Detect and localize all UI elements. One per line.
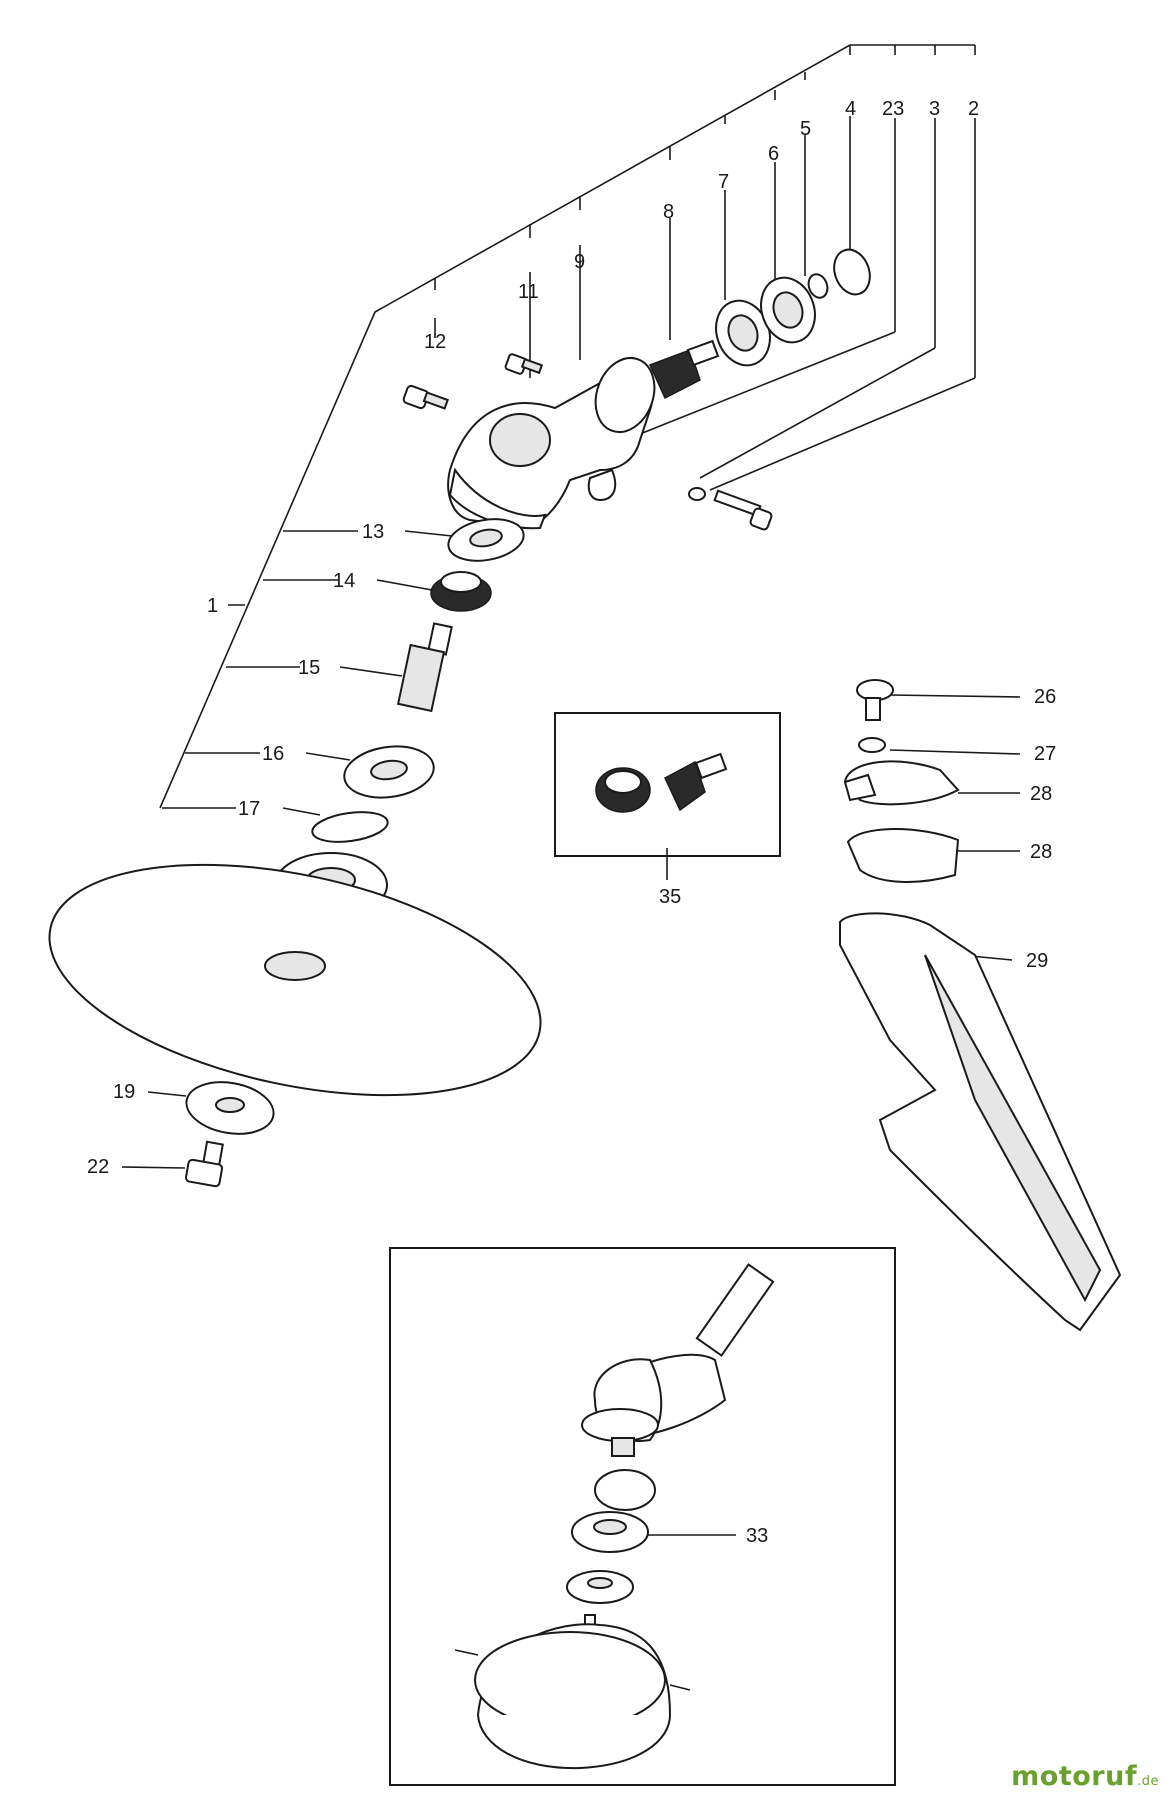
guard-assembly — [839, 679, 1122, 1332]
callout-11: 11 — [518, 281, 539, 303]
callout-12: 12 — [424, 331, 446, 353]
bearing-13 — [447, 518, 525, 562]
callout-19: 19 — [113, 1081, 135, 1103]
washer-19 — [185, 1081, 275, 1135]
bolt-12 — [402, 384, 449, 410]
motoruf-watermark: motoruf.de — [1011, 1761, 1159, 1792]
callout-29: 29 — [1026, 950, 1048, 972]
callout-16: 16 — [262, 743, 284, 765]
bolt-2 — [713, 489, 773, 531]
callout-26: 26 — [1034, 686, 1056, 708]
callout-33: 33 — [746, 1525, 768, 1547]
blade-center-hole — [264, 951, 326, 981]
watermark-suffix: .de — [1137, 1774, 1159, 1789]
callout-13: 13 — [362, 521, 384, 543]
trimmer-head-box-33 — [389, 1247, 896, 1786]
callout-8: 8 — [663, 201, 674, 223]
callout-1: 1 — [207, 595, 218, 617]
bearing-7 — [715, 299, 771, 367]
callout-27: 27 — [1034, 743, 1056, 765]
callout-14: 14 — [333, 570, 355, 592]
clamp-28-upper — [843, 760, 960, 806]
callout-28-lower: 28 — [1030, 841, 1052, 863]
circlip-4 — [833, 248, 871, 296]
bolt-11 — [504, 353, 544, 375]
nut-22 — [184, 1140, 224, 1188]
callout-6: 6 — [768, 143, 779, 165]
spline-shaft-15 — [396, 622, 453, 713]
callout-17: 17 — [238, 798, 260, 820]
callout-2: 2 — [968, 98, 979, 120]
gear-housing-assembly — [402, 248, 871, 531]
pinion-gear-8 — [648, 339, 720, 400]
callout-35: 35 — [659, 886, 681, 908]
callout-5: 5 — [800, 118, 811, 140]
callout-22: 22 — [87, 1156, 109, 1178]
callout-4: 4 — [845, 98, 856, 120]
bevel-gear-14 — [430, 571, 492, 612]
callout-28-upper: 28 — [1030, 783, 1052, 805]
watermark-brand: motoruf — [1011, 1761, 1138, 1792]
callout-9: 9 — [574, 251, 585, 273]
callout-15: 15 — [298, 657, 320, 679]
gear-set-box-35 — [554, 712, 781, 857]
circlip-17 — [311, 811, 389, 843]
bearing-6 — [760, 276, 816, 344]
washer-3 — [688, 487, 706, 501]
screw-26 — [856, 679, 894, 721]
callout-7: 7 — [718, 171, 729, 193]
clamp-28-lower — [846, 828, 960, 883]
callout-3: 3 — [929, 98, 940, 120]
callout-labels: 12 11 9 8 7 6 5 4 23 3 2 13 14 1 15 16 1… — [87, 98, 1056, 1547]
callout-23: 23 — [882, 98, 904, 120]
ring-5 — [807, 273, 829, 299]
washer-27 — [858, 737, 886, 753]
bearing-16 — [343, 745, 435, 799]
guard-29 — [839, 912, 1122, 1332]
shaft-stack — [48, 518, 542, 1188]
